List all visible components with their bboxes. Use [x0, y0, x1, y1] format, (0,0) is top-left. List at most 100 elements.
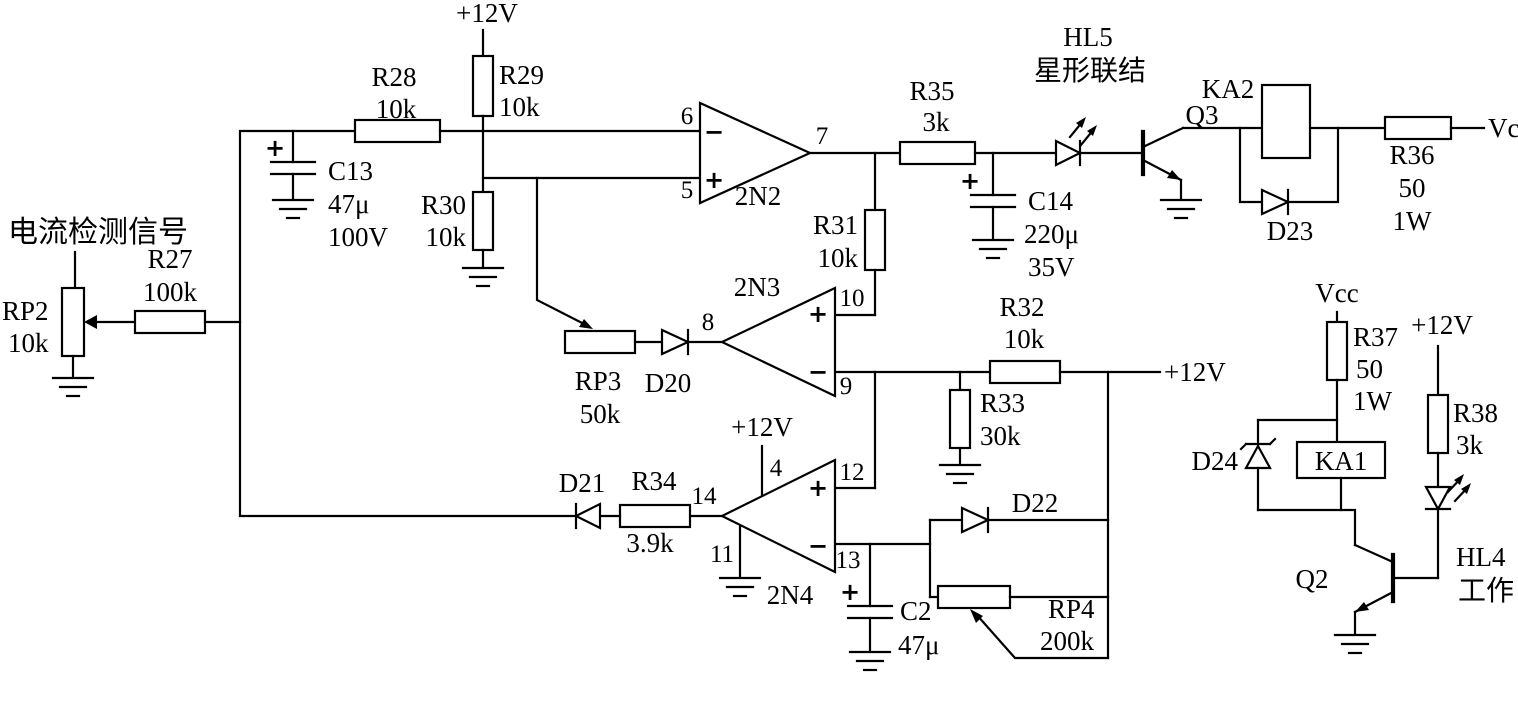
emitter-arrowhead [1167, 170, 1181, 180]
wiper-arrow [970, 609, 983, 623]
relay-ka2-section: KA2 D23 R36 50 1W Vcc [1181, 74, 1518, 246]
potentiometer-rp3-body [563, 329, 637, 355]
label-c13: C13 [328, 156, 373, 186]
led-emit-arrowhead [1087, 125, 1097, 136]
led-emit-arrowhead [1461, 483, 1471, 494]
capacitor-c13: + C13 47μ 100V [265, 129, 389, 252]
label-d22: D22 [1012, 488, 1059, 518]
pin-12-label: 12 [840, 459, 865, 486]
ground-symbol [461, 266, 505, 288]
label-c14: C14 [1028, 186, 1074, 216]
note-hl5: 星形联结 [1034, 55, 1146, 87]
diode-d24-zener-tick [1239, 442, 1248, 451]
value-r27: 100k [143, 277, 198, 307]
wire [1286, 126, 1340, 204]
label-d24: D24 [1192, 446, 1239, 476]
resistor-r32-body [988, 359, 1062, 385]
hl4-branch: +12V R38 3k HL4 工作 [1411, 310, 1514, 607]
resistor-r27-body [133, 309, 207, 335]
diode-d23-triangle [1260, 188, 1291, 216]
emitter-arrowhead [1355, 602, 1369, 612]
wattage-r37: 1W [1353, 386, 1393, 416]
noninverting-sign: + [808, 474, 828, 502]
pin-10-label: 10 [840, 285, 865, 312]
value-r33: 30k [980, 421, 1021, 451]
supply-vcc-relay: Vcc [1488, 113, 1518, 143]
collector-wire [1141, 126, 1185, 149]
relay-ka2-coil [1260, 83, 1312, 160]
label-r30: R30 [421, 190, 466, 220]
rp3-d20-branch: RP3 50k D20 [535, 176, 724, 429]
supply-12v-right: +12V [1411, 310, 1473, 340]
value-rp4: 200k [1040, 626, 1095, 656]
label-rp4: RP4 [1048, 594, 1095, 624]
label-q3: Q3 [1186, 100, 1219, 130]
wire [238, 129, 578, 518]
collector-wire [1353, 543, 1395, 564]
supply-vcc-q2: Vcc [1315, 278, 1358, 308]
pin-7-label: 7 [816, 123, 829, 150]
led-hl5: HL5 星形联结 [1034, 22, 1146, 167]
label-r29: R29 [499, 60, 544, 90]
opamp-2n3: + − 10 9 8 2N3 [702, 272, 992, 400]
label-r34: R34 [631, 466, 677, 496]
resistor-r36-body [1383, 115, 1453, 141]
value-r28: 10k [376, 94, 417, 124]
value-rp3: 50k [580, 399, 621, 429]
inverting-sign: − [808, 532, 828, 560]
inverting-sign: − [808, 358, 828, 386]
capacitor-c14: + C14 220μ 35V [960, 151, 1079, 282]
supply-12v-top: +12V [456, 0, 518, 28]
top-supply-section: +12V R29 10k R28 10k R30 10k [353, 0, 702, 288]
pin-6-label: 6 [681, 103, 694, 130]
opamp-2n4-name: 2N4 [767, 580, 814, 610]
polarity-plus-sign: + [960, 167, 980, 195]
led-hl5-triangle [1054, 139, 1083, 167]
led-emit-arrowhead [1454, 474, 1464, 485]
label-hl4: HL4 [1456, 542, 1506, 572]
polarity-plus-sign: + [265, 134, 285, 162]
resistor-r29-body [471, 54, 495, 118]
supply-12v-mid: +12V [1164, 357, 1226, 387]
value-r35: 3k [923, 107, 951, 137]
label-r36: R36 [1389, 140, 1434, 170]
led-emit-arrowhead [1076, 117, 1086, 128]
relay-ka1-driver: Vcc R37 50 1W D24 KA1 Q2 [1192, 278, 1440, 655]
wire [535, 176, 590, 328]
r32-r33-divider: R32 10k +12V R33 30k [938, 292, 1226, 485]
label-r27: R27 [147, 244, 192, 274]
d22-rp4-feedback: D22 RP4 200k [928, 370, 1110, 660]
resistor-r31-body [863, 208, 887, 272]
left-bus [238, 129, 578, 518]
label-hl5: HL5 [1063, 22, 1113, 52]
opamp-2n2: − + 6 5 7 2N2 [681, 101, 902, 211]
diode-d24-triangle [1244, 443, 1272, 470]
value-c13: 47μ [328, 189, 369, 219]
value-r34: 3.9k [626, 528, 674, 558]
led-hl4-triangle [1424, 485, 1452, 512]
label-r38: R38 [1453, 398, 1498, 428]
label-r31: R31 [813, 210, 858, 240]
value-r30: 10k [426, 222, 467, 252]
value-r36: 50 [1399, 173, 1426, 203]
wire [1256, 508, 1357, 547]
wiper-wire [974, 612, 1110, 660]
pin-9-label: 9 [840, 373, 853, 400]
diode-d22-triangle [960, 506, 991, 534]
pin-13-label: 13 [836, 547, 861, 574]
capacitor-c2: + C2 47μ [840, 542, 939, 672]
resistor-r35-body [898, 140, 977, 166]
wire [1238, 126, 1264, 204]
ground-symbol [51, 376, 95, 398]
resistor-r30-body [471, 190, 495, 252]
signal-label: 电流检测信号 [8, 216, 188, 249]
value-c14: 220μ [1024, 219, 1079, 249]
label-d21: D21 [559, 468, 606, 498]
diode-d21-triangle [573, 502, 602, 530]
value-r38: 3k [1456, 430, 1484, 460]
label-d20: D20 [645, 368, 692, 398]
wattage-r36: 1W [1393, 206, 1433, 236]
resistor-r38-body [1426, 393, 1450, 455]
